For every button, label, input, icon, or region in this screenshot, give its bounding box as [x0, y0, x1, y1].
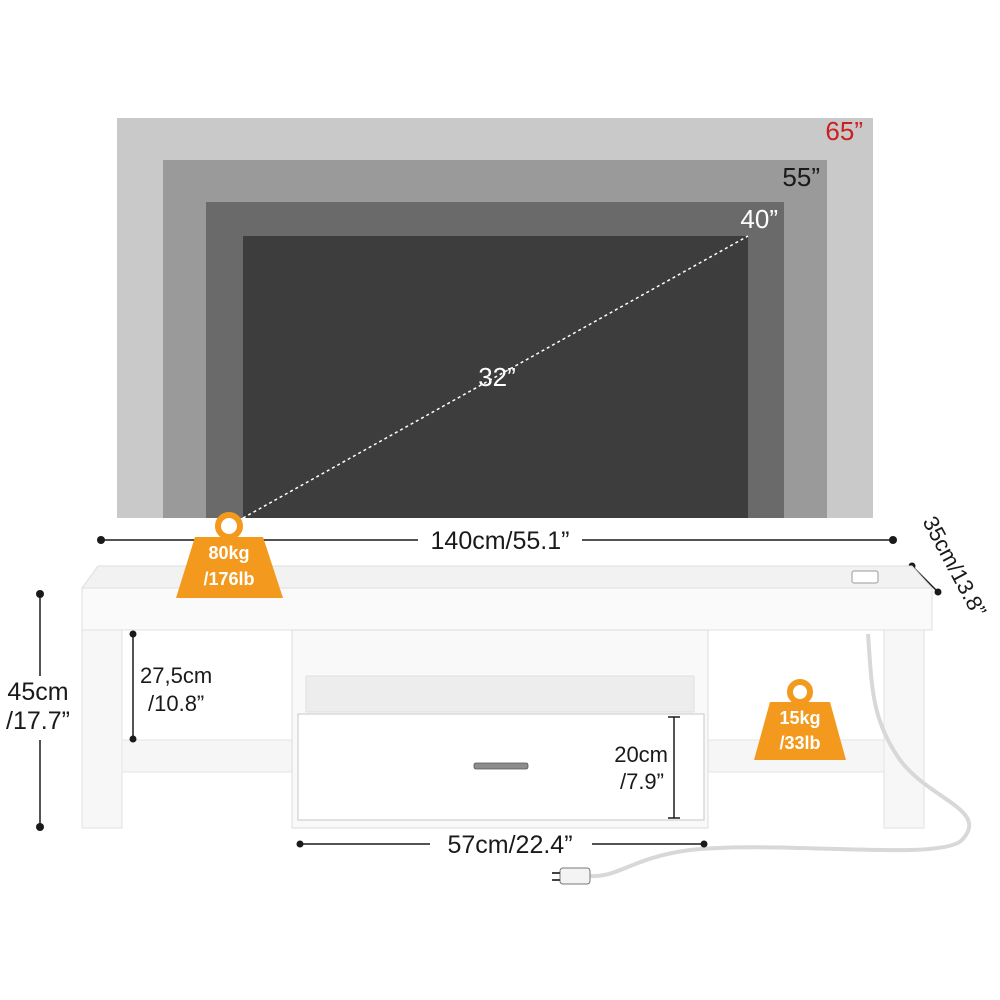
power-outlet [851, 570, 879, 584]
stand-right-leg [883, 629, 925, 829]
drawer-height-label-cm: 20cm [614, 742, 668, 767]
tv-55-label: 55” [782, 162, 820, 192]
shelf-load-badge-line1: 15kg [779, 708, 820, 728]
stand-left-shelf [121, 739, 293, 773]
top-load-badge-ring [215, 512, 243, 540]
stand-left-leg [81, 629, 123, 829]
tv-diagonal-line [242, 235, 749, 519]
shelf-dim-label-cm: 27,5cm [140, 663, 212, 688]
shelf-load-badge-weight-icon [754, 702, 846, 760]
top-load-badge-line2: /176lb [203, 569, 254, 589]
shelf-dim-label-in: /10.8” [148, 691, 204, 716]
power-plug [559, 867, 591, 885]
power-cord [587, 633, 972, 879]
shelf-load-badge: 15kg /33lb [754, 679, 846, 760]
tv-40-label: 40” [740, 204, 778, 234]
drawer-height-label-in: /7.9” [620, 769, 664, 794]
top-load-badge-weight-icon [176, 537, 283, 598]
cabinet-open-compartment [305, 675, 695, 713]
height-dim-label-in: /17.7” [6, 707, 70, 735]
height-dim-label-cm: 45cm [7, 678, 68, 706]
width-dim-label: 140cm/55.1” [431, 527, 570, 555]
tv-32-label: 32” [478, 362, 516, 392]
drawer-width-label: 57cm/22.4” [447, 831, 572, 859]
shelf-load-badge-line2: /33lb [779, 733, 820, 753]
drawer-handle [473, 762, 529, 770]
tv-65-label: 65” [825, 116, 863, 146]
top-load-badge: 80kg /176lb [176, 512, 283, 598]
top-load-badge-line1: 80kg [208, 543, 249, 563]
shelf-load-badge-ring [787, 679, 813, 705]
